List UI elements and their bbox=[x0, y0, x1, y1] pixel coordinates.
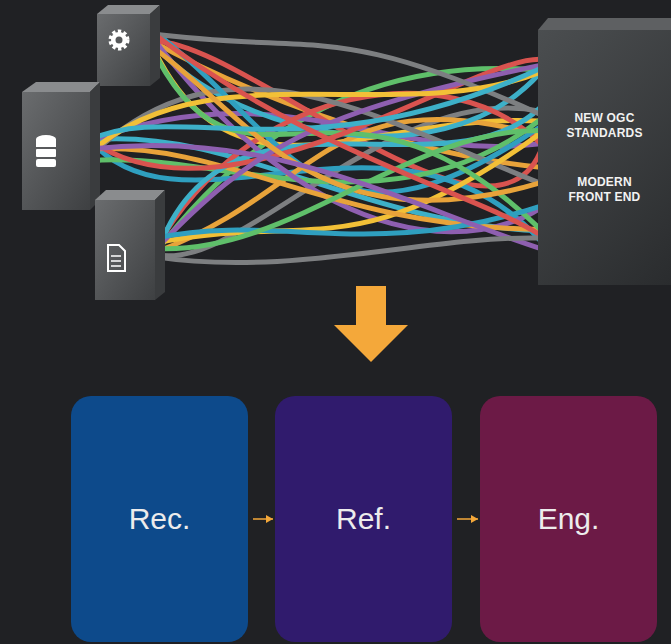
cable bbox=[155, 206, 540, 238]
server-body bbox=[95, 200, 155, 300]
database-server bbox=[22, 82, 100, 210]
server-body bbox=[97, 14, 150, 86]
server-top bbox=[97, 5, 160, 14]
arrow-head bbox=[471, 515, 478, 523]
server-side bbox=[90, 82, 100, 210]
stage-label: Eng. bbox=[528, 492, 610, 546]
arrow-shaft bbox=[356, 286, 386, 326]
server-body bbox=[22, 92, 90, 210]
gear-server bbox=[97, 5, 160, 86]
arrow-head bbox=[266, 515, 273, 523]
arrow-head bbox=[334, 325, 408, 362]
block-label: MODERN FRONT END bbox=[555, 175, 655, 205]
stage-box: Ref. bbox=[275, 396, 452, 642]
cable bbox=[155, 238, 540, 263]
db-layer bbox=[36, 159, 56, 167]
gear-icon bbox=[111, 32, 127, 48]
arrow-line bbox=[253, 518, 273, 520]
flow-arrow bbox=[457, 515, 478, 523]
document-server bbox=[95, 190, 165, 300]
document-lines bbox=[111, 256, 121, 266]
server-side bbox=[155, 190, 165, 300]
server-side bbox=[150, 5, 160, 86]
down-arrow bbox=[334, 286, 408, 362]
flow-arrow bbox=[253, 515, 273, 523]
standards-block: NEW OGC STANDARDS MODERN FRONT END bbox=[538, 30, 671, 285]
server-top bbox=[95, 190, 165, 200]
stage-box: Eng. bbox=[480, 396, 657, 642]
cable bbox=[150, 31, 540, 235]
stage-label: Ref. bbox=[326, 492, 401, 546]
stage-label: Rec. bbox=[119, 492, 201, 546]
db-layer bbox=[36, 139, 56, 147]
block-label: NEW OGC STANDARDS bbox=[555, 111, 655, 141]
database-icon bbox=[36, 135, 56, 167]
server-top bbox=[22, 82, 100, 92]
stage-box: Rec. bbox=[71, 396, 248, 642]
db-layer bbox=[36, 149, 56, 157]
gear-hole bbox=[116, 37, 123, 44]
document-icon bbox=[108, 245, 125, 271]
arrow-line bbox=[457, 518, 478, 520]
block-top bbox=[538, 18, 671, 30]
